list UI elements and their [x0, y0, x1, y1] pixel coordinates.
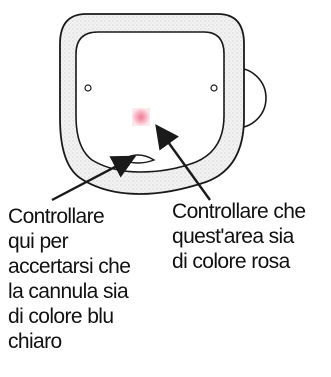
pink-area-callout-arrow [155, 124, 211, 201]
right-hole-icon [210, 84, 218, 92]
pod-face [75, 31, 225, 173]
cannula-check-label: Controllare qui per accertarsi che la ca… [8, 205, 131, 353]
left-hole-icon [84, 84, 92, 92]
pink-indicator-icon [132, 108, 150, 126]
cannula-callout-arrow [51, 155, 137, 202]
pink-area-check-label: Controllare che quest'area sia di colore… [172, 200, 306, 273]
